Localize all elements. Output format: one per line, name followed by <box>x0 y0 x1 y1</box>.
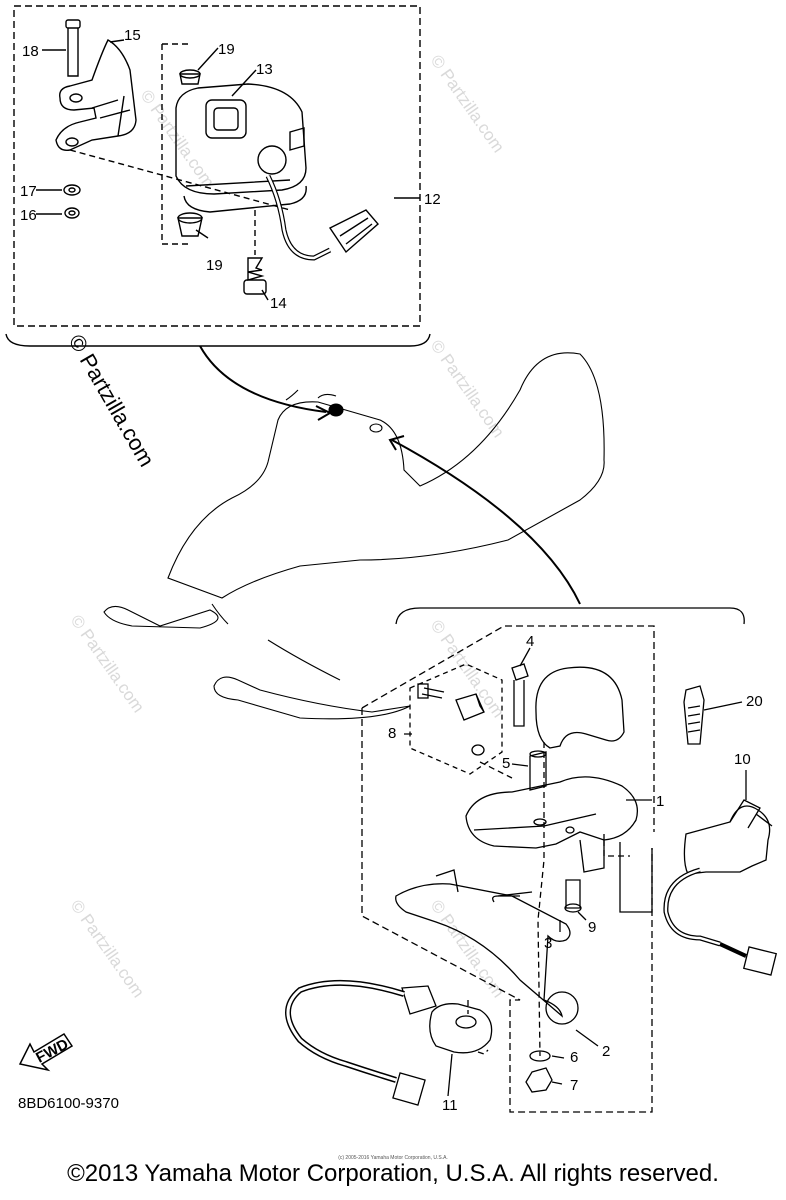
arrow-bottom-inset <box>391 439 581 605</box>
subkit-dashed-border <box>409 663 503 775</box>
grommet <box>177 217 203 237</box>
inset-throttle-box <box>5 5 431 347</box>
inset-callout-bracket <box>395 607 745 625</box>
watermark: © Partzilla.com <box>427 616 508 721</box>
screw <box>492 895 520 903</box>
callout-19: 19 <box>206 257 223 274</box>
ignitor-module <box>683 805 771 875</box>
washer <box>63 184 81 196</box>
watermark: © Partzilla.com <box>67 611 148 716</box>
copyright-notice: ©2013 Yamaha Motor Corporation, U.S.A. A… <box>67 1160 719 1187</box>
callout-12: 12 <box>424 191 441 208</box>
callout-5: 5 <box>502 755 510 772</box>
lever-cover <box>535 666 625 749</box>
tiny-credit: (c) 2005-2016 Yamaha Motor Corporation, … <box>338 1155 448 1161</box>
callout-labels: 18 15 19 13 17 12 16 19 14 4 20 8 10 5 1… <box>18 27 763 1114</box>
snowmobile-outline <box>103 352 605 720</box>
grommet <box>179 73 201 85</box>
throttle-bracket <box>55 39 137 151</box>
callout-11: 11 <box>442 1097 458 1114</box>
bolt <box>511 663 529 681</box>
bolt <box>565 879 581 909</box>
arrow-top-inset <box>199 345 327 413</box>
callout-10: 10 <box>734 751 751 768</box>
callout-8: 8 <box>388 725 396 742</box>
cable-tie <box>683 685 705 745</box>
lock-washer <box>64 207 80 219</box>
callout-16: 16 <box>20 207 37 224</box>
leader-arrows <box>199 345 581 605</box>
callout-7: 7 <box>570 1077 578 1094</box>
callout-13: 13 <box>256 61 273 78</box>
callout-3: 3 <box>544 935 552 952</box>
callout-4: 4 <box>526 633 534 650</box>
nut <box>525 1067 553 1093</box>
brake-lever <box>395 883 571 1018</box>
lever-holder <box>465 776 639 849</box>
watermark: © Partzilla.com <box>427 896 508 1001</box>
callout-20: 20 <box>746 693 763 710</box>
callout-19: 19 <box>218 41 235 58</box>
brake-switch <box>429 1003 493 1054</box>
assembly-dashed-border <box>361 625 655 1113</box>
callout-6: 6 <box>570 1049 578 1066</box>
screw <box>247 257 265 281</box>
part-code: 8BD6100-9370 <box>18 1095 119 1112</box>
lever-ball-end <box>545 991 579 1025</box>
bolt <box>65 19 81 29</box>
watermark: © Partzilla.com <box>427 51 508 156</box>
watermark-vertical: © Partzilla.com <box>64 330 160 471</box>
fwd-arrow: FWD <box>18 1032 74 1072</box>
washer <box>529 1050 551 1062</box>
callout-9: 9 <box>588 919 596 936</box>
watermark: © Partzilla.com <box>67 896 148 1001</box>
inset-brake-lever <box>285 607 778 1113</box>
throttle-button <box>205 99 247 139</box>
ski-right <box>213 676 411 720</box>
watermark-layer: © Partzilla.com © Partzilla.com © Partzi… <box>67 51 508 1001</box>
collar <box>529 751 547 791</box>
callout-17: 17 <box>20 183 37 200</box>
callout-15: 15 <box>124 27 141 44</box>
wire-connector <box>328 209 379 254</box>
ski-left <box>103 605 219 629</box>
callout-18: 18 <box>22 43 39 60</box>
callout-2: 2 <box>602 1043 610 1060</box>
wire-connector <box>392 1072 426 1106</box>
wire-connector <box>742 946 778 976</box>
inset-dashed-border <box>13 5 421 327</box>
callout-1: 1 <box>656 793 664 810</box>
callout-14: 14 <box>270 295 287 312</box>
hood <box>167 352 605 599</box>
inset-callout-bracket <box>5 333 431 347</box>
